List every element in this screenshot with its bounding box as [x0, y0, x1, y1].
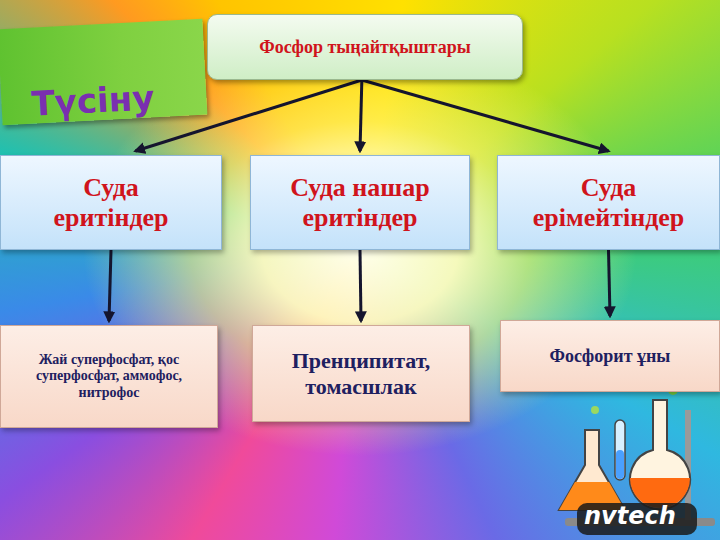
category-box: Жай суперфосфат, қос суперфосфат, аммофо… [0, 325, 218, 428]
category-box: Суда ерімейтіндер [497, 155, 720, 250]
box-text: Фосфор тыңайтқыштары [259, 37, 470, 58]
box-text: Жай суперфосфат, қос суперфосфат, аммофо… [9, 352, 209, 400]
box-text: Суда нашар еритіндер [273, 173, 448, 233]
arrow-connector [362, 80, 609, 151]
banner-title: Түсіну [31, 78, 156, 123]
arrow-connector [609, 250, 611, 316]
arrow-connector [360, 250, 361, 321]
category-box: Суда нашар еритіндер [250, 155, 470, 250]
category-box: Фосфорит ұны [500, 320, 720, 392]
box-text: Пренципитат, томасшлак [261, 348, 461, 399]
box-text: Фосфорит ұны [550, 346, 671, 367]
logo-watermark: nvtech [584, 502, 676, 530]
section-banner: Түсіну [0, 19, 207, 126]
category-box: Суда еритіндер [0, 155, 222, 250]
box-text: Суда еритіндер [24, 173, 199, 233]
category-box: Фосфор тыңайтқыштары [207, 14, 523, 80]
arrow-connector [360, 80, 362, 151]
arrow-connector [109, 250, 111, 321]
category-box: Пренципитат, томасшлак [252, 325, 470, 422]
box-text: Суда ерімейтіндер [506, 173, 711, 233]
